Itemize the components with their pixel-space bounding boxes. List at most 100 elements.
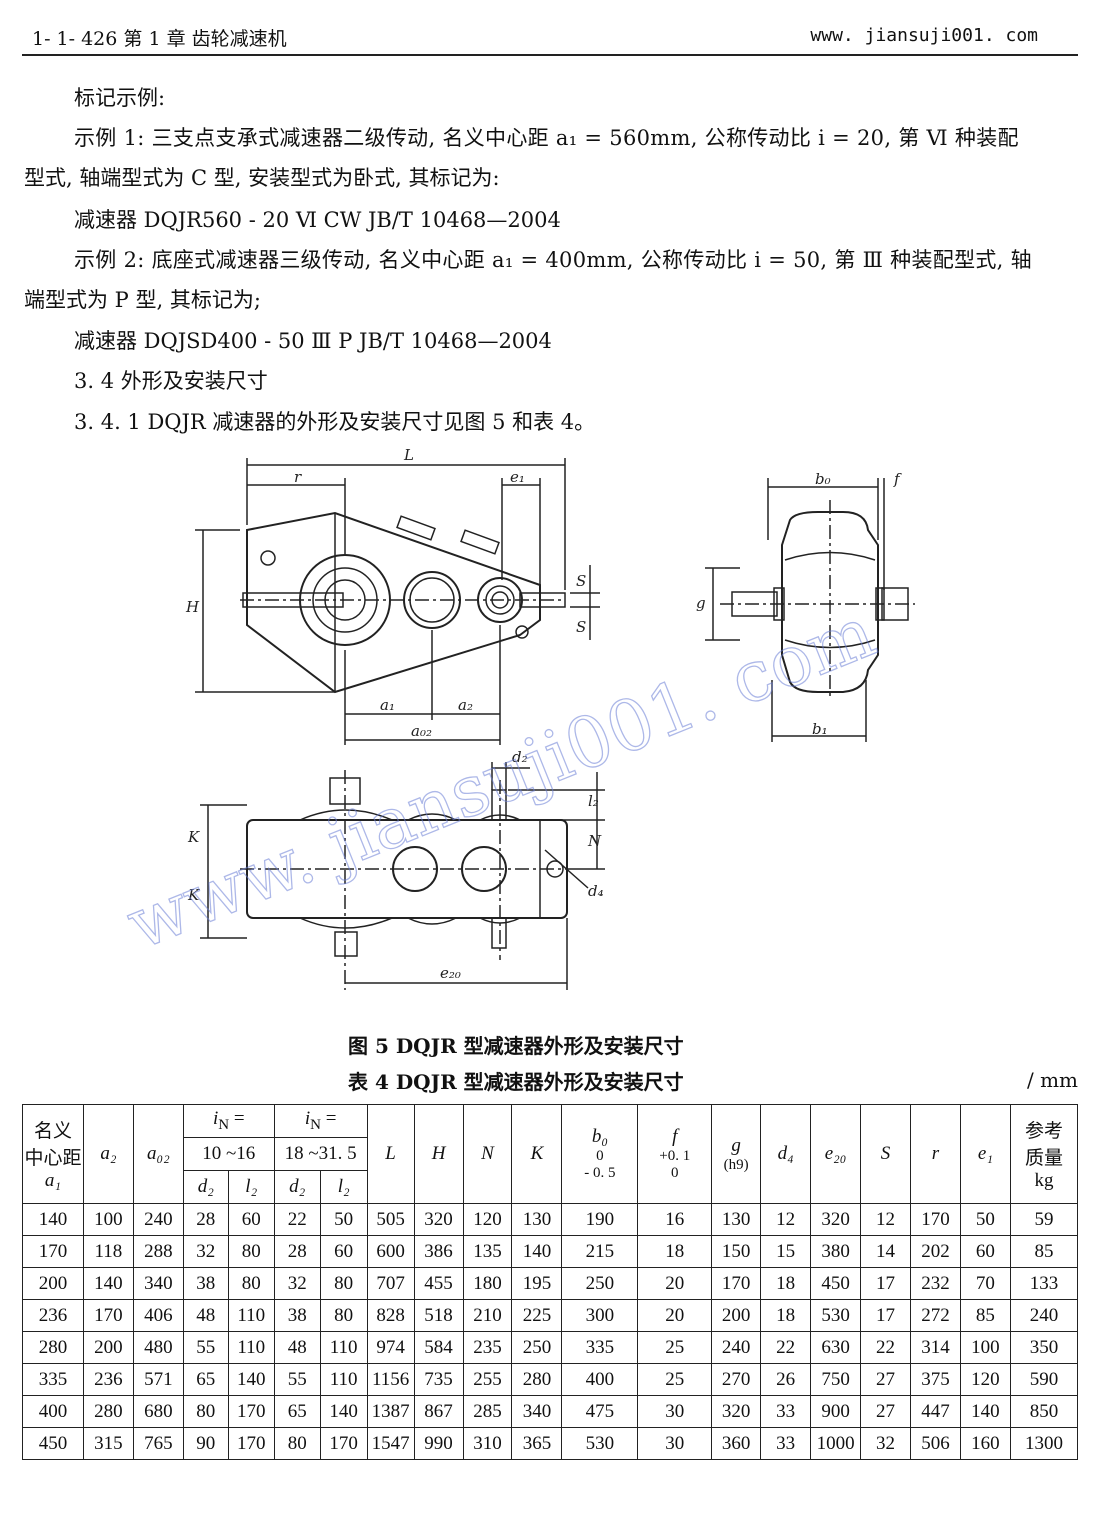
subsection-heading: 3. 4. 1 DQJR 减速器的外形及安装尺寸见图 5 和表 4。 [74,410,596,434]
table-cell: 80 [227,1267,275,1300]
table-cell: 33 [760,1395,812,1428]
table-cell: 20 [637,1299,713,1332]
text-line-1: 标记示例: [74,86,166,110]
col-S: S [860,1104,911,1204]
table-cell: 85 [959,1299,1011,1332]
table-cell: 15 [760,1235,812,1268]
col-iN-group1: iN = [182,1104,275,1138]
table-cell: 27 [860,1395,911,1428]
table-cell: 255 [462,1363,513,1396]
table-cell: 707 [366,1267,415,1300]
table-cell: 140 [227,1363,275,1396]
dim-d2: d₂ [512,748,528,766]
watermark: www. jiansuji001. com [116,591,886,966]
dim-d4: d₄ [588,882,604,900]
table-cell: 140 [82,1267,134,1300]
table-cell: 85 [1009,1235,1079,1268]
table-cell: 110 [319,1363,368,1396]
col-d2-b: d₂ [273,1170,321,1204]
table-cell: 160 [959,1427,1011,1460]
table-cell: 80 [182,1395,229,1428]
table-cell: 280 [22,1331,84,1364]
table-cell: 506 [910,1427,961,1460]
header-url: www. jiansuji001. com [810,25,1038,46]
table-cell: 50 [319,1203,368,1236]
header-chapter: 1- 1- 426 第 1 章 齿轮减速机 [32,28,287,50]
table-cell: 80 [273,1427,321,1460]
table-caption: 表 4 DQJR 型减速器外形及安装尺寸 [348,1070,684,1094]
text-line-6: 端型式为 P 型, 其标记为; [24,288,261,312]
table-cell: 17 [860,1299,911,1332]
table-cell: 340 [132,1267,184,1300]
table-cell: 571 [132,1363,184,1396]
table-cell: 100 [959,1331,1011,1364]
table-cell: 118 [82,1235,134,1268]
table-cell: 900 [810,1395,862,1428]
table-cell: 406 [132,1299,184,1332]
table-cell: 765 [132,1427,184,1460]
table-cell: 360 [711,1427,762,1460]
table-cell: 80 [319,1299,368,1332]
table-cell: 400 [561,1363,639,1396]
dim-S-lower: S [576,618,586,636]
table-cell: 60 [227,1203,275,1236]
table-cell: 28 [182,1203,229,1236]
table-cell: 272 [910,1299,961,1332]
table-cell: 300 [561,1299,639,1332]
dim-e1: e₁ [510,468,525,486]
table-cell: 630 [810,1331,862,1364]
table-cell: 48 [273,1331,321,1364]
col-g: g(h9) [711,1104,762,1204]
text-line-4: 减速器 DQJR560 - 20 Ⅵ CW JB/T 10468—2004 [74,208,561,232]
table-cell: 235 [462,1331,513,1364]
table-cell: 680 [132,1395,184,1428]
table-cell: 28 [273,1235,321,1268]
dim-L: L [403,446,414,464]
table-cell: 59 [1009,1203,1079,1236]
table-cell: 400 [22,1395,84,1428]
table-cell: 110 [227,1331,275,1364]
col-iN-range2: 18 ~31. 5 [273,1137,368,1171]
dim-a02: a₀₂ [411,722,432,740]
table-cell: 505 [366,1203,415,1236]
table-cell: 530 [810,1299,862,1332]
col-l2-a: l₂ [227,1170,275,1204]
table-cell: 18 [637,1235,713,1268]
table-cell: 250 [511,1331,563,1364]
table-cell: 110 [319,1331,368,1364]
dim-b0: b₀ [815,470,831,488]
table-cell: 518 [413,1299,464,1332]
table-cell: 170 [227,1395,275,1428]
table-cell: 25 [637,1331,713,1364]
unit-label: / mm [1026,1068,1078,1092]
table-cell: 200 [82,1331,134,1364]
table-cell: 38 [182,1267,229,1300]
table-cell: 590 [1009,1363,1079,1396]
table-cell: 50 [959,1203,1011,1236]
table-cell: 130 [511,1203,563,1236]
table-cell: 850 [1009,1395,1079,1428]
table-cell: 170 [319,1427,368,1460]
dim-l2: l₂ [588,792,599,810]
table-cell: 70 [959,1267,1011,1300]
table-cell: 16 [637,1203,713,1236]
table-cell: 867 [413,1395,464,1428]
table-cell: 475 [561,1395,639,1428]
table-cell: 450 [810,1267,862,1300]
table-cell: 232 [910,1267,961,1300]
table-cell: 12 [760,1203,812,1236]
table-cell: 80 [319,1267,368,1300]
table-cell: 170 [22,1235,84,1268]
table-cell: 828 [366,1299,415,1332]
text-line-2: 示例 1: 三支点支承式减速器二级传动, 名义中心距 a₁ = 560mm, 公… [74,126,1019,150]
table-cell: 30 [637,1427,713,1460]
table-cell: 190 [561,1203,639,1236]
dim-K-lower: K [187,886,200,904]
